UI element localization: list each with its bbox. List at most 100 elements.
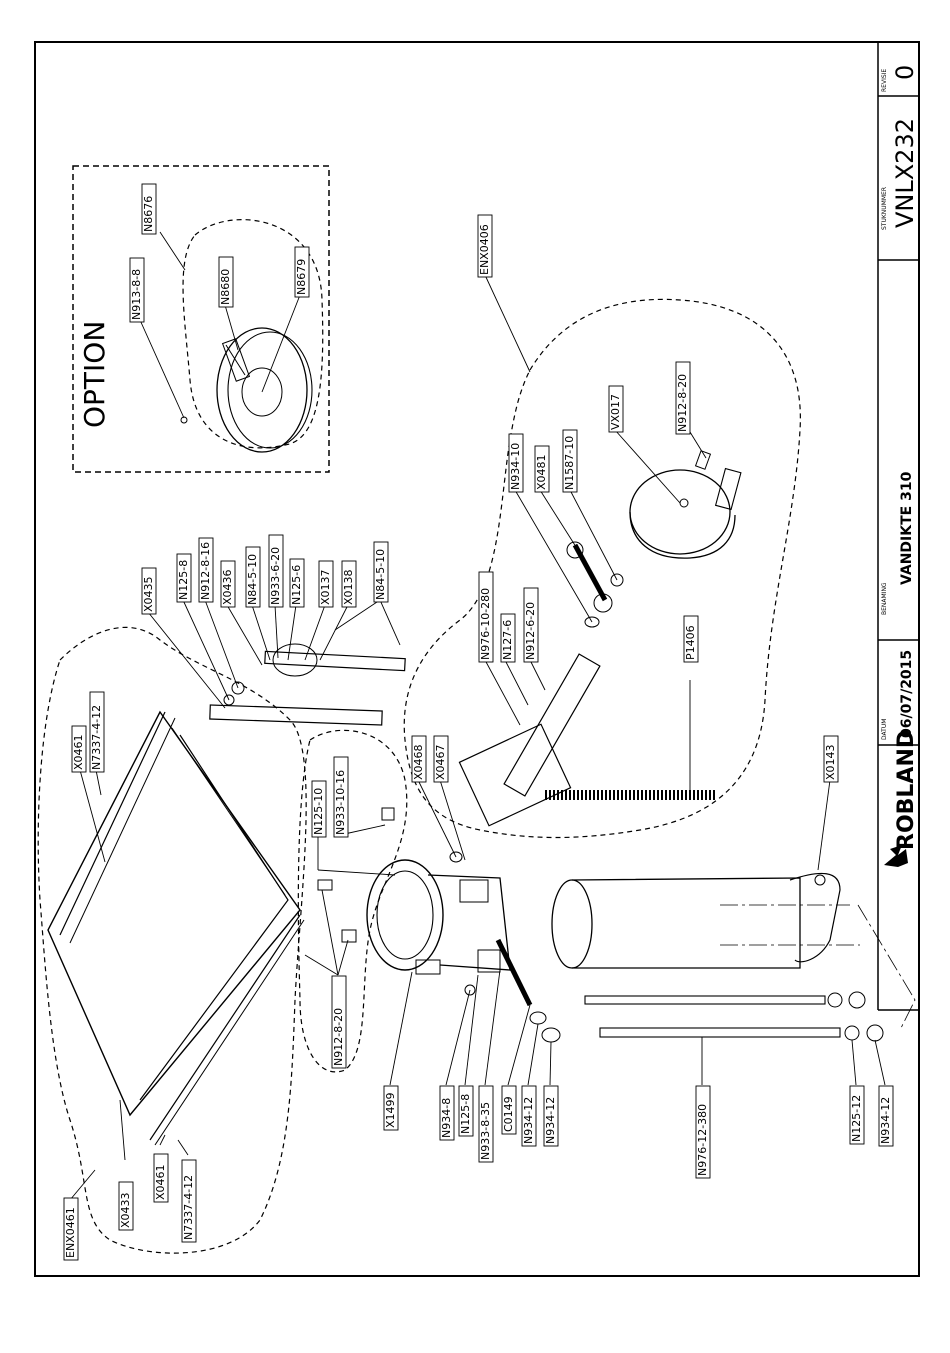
svg-text:N913-8-8: N913-8-8: [130, 269, 143, 320]
svg-text:P1406: P1406: [684, 625, 697, 660]
label-x0461-top: X0461: [71, 725, 87, 773]
label-x0137: X0137: [318, 560, 334, 608]
label-n934-12-a: N934-12: [521, 1085, 537, 1147]
benaming-value: VANDIKTE 310: [899, 471, 915, 585]
cover-plate-x0433: [47, 710, 305, 1146]
benaming-label: BENAMING: [881, 582, 888, 615]
svg-text:VX017: VX017: [609, 394, 622, 430]
svg-text:N912-6-20: N912-6-20: [524, 602, 537, 660]
label-n934-10: N934-10: [508, 433, 524, 493]
label-n933-10-16: N933-10-16: [333, 756, 349, 838]
label-n1587-10: N1587-10: [562, 429, 578, 493]
revisie-value: 0: [891, 65, 919, 80]
label-n933-6-20: N933-6-20: [268, 534, 284, 608]
svg-text:X0461: X0461: [154, 1164, 167, 1200]
svg-text:N7337-4-12: N7337-4-12: [182, 1175, 195, 1240]
label-n7337-4-12-top: N7337-4-12: [89, 691, 105, 773]
handwheel-option: [216, 327, 308, 453]
label-enx0406: ENX0406: [477, 214, 493, 278]
group-outline-enx0461: [37, 626, 307, 1254]
label-n125-8-top: N125-8: [176, 553, 192, 603]
svg-text:X0467: X0467: [434, 744, 447, 780]
column-housing-x1499: [317, 807, 561, 1043]
label-n912-8-20-top: N912-8-20: [675, 361, 691, 435]
label-n84-5-10-a: N84-5-10: [373, 541, 389, 603]
svg-text:X0468: X0468: [412, 744, 425, 780]
svg-text:N912-8-16: N912-8-16: [199, 542, 212, 600]
label-n8679: N8679: [294, 246, 310, 298]
cylinder-x0143: [551, 872, 860, 969]
svg-text:N8680: N8680: [219, 269, 232, 305]
group-outline-enx0406: [403, 298, 801, 839]
spindle-assembly: [458, 541, 715, 827]
svg-text:N8679: N8679: [295, 259, 308, 295]
label-n913-8-8: N913-8-8: [129, 257, 145, 323]
revisie-label: REVISIE: [881, 69, 888, 92]
svg-text:N934-12: N934-12: [879, 1097, 892, 1144]
label-x0468: X0468: [411, 735, 427, 783]
svg-text:N7337-4-12: N7337-4-12: [90, 705, 103, 770]
label-x0143: X0143: [823, 735, 839, 783]
svg-text:N933-6-20: N933-6-20: [269, 547, 282, 605]
svg-text:X0481: X0481: [535, 454, 548, 490]
label-enx0461: ENX0461: [63, 1197, 79, 1261]
label-x0461-bottom: X0461: [153, 1153, 169, 1203]
svg-text:N912-8-20: N912-8-20: [676, 374, 689, 432]
callout-labels: N8676 N913-8-8 N8680 N8679 ENX0406 N912-…: [63, 183, 894, 1261]
label-x0138: X0138: [341, 560, 357, 608]
stuknummer-value: VNLX232: [891, 118, 919, 228]
label-n8680: N8680: [218, 256, 234, 308]
svg-text:N934-12: N934-12: [522, 1097, 535, 1144]
label-x0467: X0467: [433, 735, 449, 783]
svg-text:N934-12: N934-12: [544, 1097, 557, 1144]
label-n912-8-20-bottom: N912-8-20: [331, 975, 347, 1069]
handwheel-vx017: [629, 450, 742, 559]
svg-text:ENX0406: ENX0406: [478, 224, 491, 275]
label-c0149: C0149: [501, 1085, 517, 1135]
option-title: OPTION: [78, 321, 111, 428]
svg-text:X0138: X0138: [342, 569, 355, 605]
stuknummer-label: STUKNUMMER: [881, 187, 888, 230]
label-n127-6: N127-6: [500, 613, 516, 663]
label-n125-10: N125-10: [311, 780, 327, 838]
svg-text:N8676: N8676: [142, 196, 155, 232]
svg-text:N934-8: N934-8: [440, 1098, 453, 1138]
label-x0435: X0435: [141, 567, 157, 615]
svg-text:C0149: C0149: [502, 1096, 515, 1132]
datum-label: DATUM: [881, 719, 888, 740]
svg-text:N125-8: N125-8: [459, 1094, 472, 1134]
svg-text:N125-12: N125-12: [850, 1095, 863, 1142]
label-n976-10-280: N976-10-280: [478, 571, 494, 663]
label-n125-6: N125-6: [289, 558, 305, 608]
svg-text:N125-6: N125-6: [290, 565, 303, 605]
svg-text:N127-6: N127-6: [501, 620, 514, 660]
svg-text:N125-10: N125-10: [312, 788, 325, 835]
datum-value: 06/07/2015: [899, 650, 915, 738]
svg-text:N934-10: N934-10: [509, 443, 522, 490]
svg-text:X0435: X0435: [142, 576, 155, 612]
label-n976-12-380: N976-12-380: [695, 1085, 711, 1179]
svg-text:N933-8-35: N933-8-35: [479, 1102, 492, 1160]
svg-text:N1587-10: N1587-10: [563, 436, 576, 490]
flat-bars: [209, 643, 406, 726]
svg-text:X0433: X0433: [119, 1192, 132, 1228]
label-p1406: P1406: [683, 615, 699, 663]
svg-text:X0461: X0461: [72, 734, 85, 770]
label-x1499: X1499: [383, 1085, 399, 1131]
label-x0433: X0433: [118, 1181, 134, 1231]
label-n934-12-c: N934-12: [878, 1085, 894, 1147]
svg-text:ROBLAND: ROBLAND: [894, 730, 919, 850]
svg-text:N84-5-10: N84-5-10: [374, 549, 387, 600]
svg-text:N125-8: N125-8: [177, 560, 190, 600]
label-n7337-4-12-bottom: N7337-4-12: [181, 1159, 197, 1243]
label-n912-6-20: N912-6-20: [523, 587, 539, 663]
label-n8676: N8676: [141, 183, 157, 235]
tie-rods: [584, 904, 916, 1042]
group-outline-column: [297, 729, 408, 1073]
leader-lines: [69, 231, 886, 1201]
drawing-frame: [34, 41, 920, 1277]
svg-text:ENX0461: ENX0461: [64, 1207, 77, 1258]
label-vx017: VX017: [608, 385, 624, 433]
svg-text:X0137: X0137: [319, 569, 332, 605]
